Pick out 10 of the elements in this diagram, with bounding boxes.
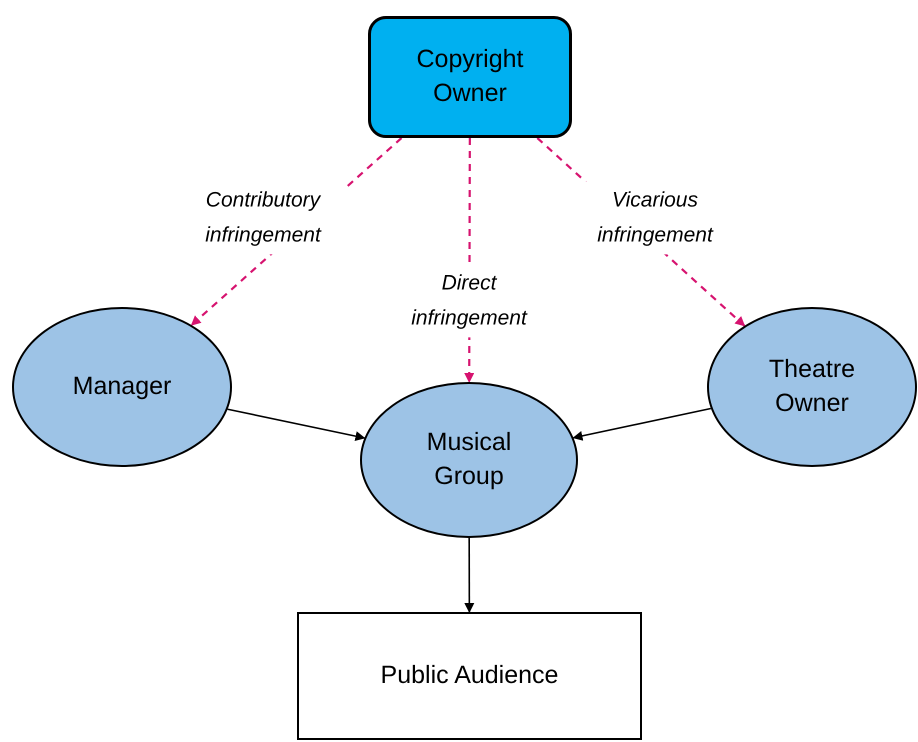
node-label: Copyright Owner [416,44,524,109]
arrow [464,538,474,613]
process-box [297,612,642,740]
node-label: Manager [72,371,172,402]
node-label: Theatre Owner [768,354,856,419]
arrow [228,408,366,442]
node-label: Public Audience [380,660,558,692]
process-box [368,16,572,138]
arrow [572,408,712,441]
node-label: Musical Group [426,427,512,492]
